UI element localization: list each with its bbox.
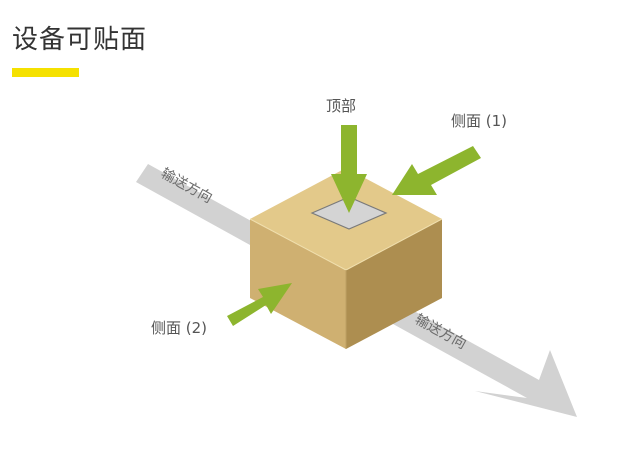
side1-arrow [392, 146, 481, 195]
box-right-face [346, 219, 442, 349]
title-underline [12, 68, 79, 77]
label-side1: 侧面 (1) [451, 112, 507, 130]
side2-arrow [227, 283, 292, 326]
box-front-face [250, 219, 346, 349]
page-title: 设备可贴面 [12, 25, 148, 55]
label-side2: 侧面 (2) [151, 319, 207, 337]
label-top: 顶部 [326, 97, 356, 115]
top-arrow [331, 125, 367, 213]
